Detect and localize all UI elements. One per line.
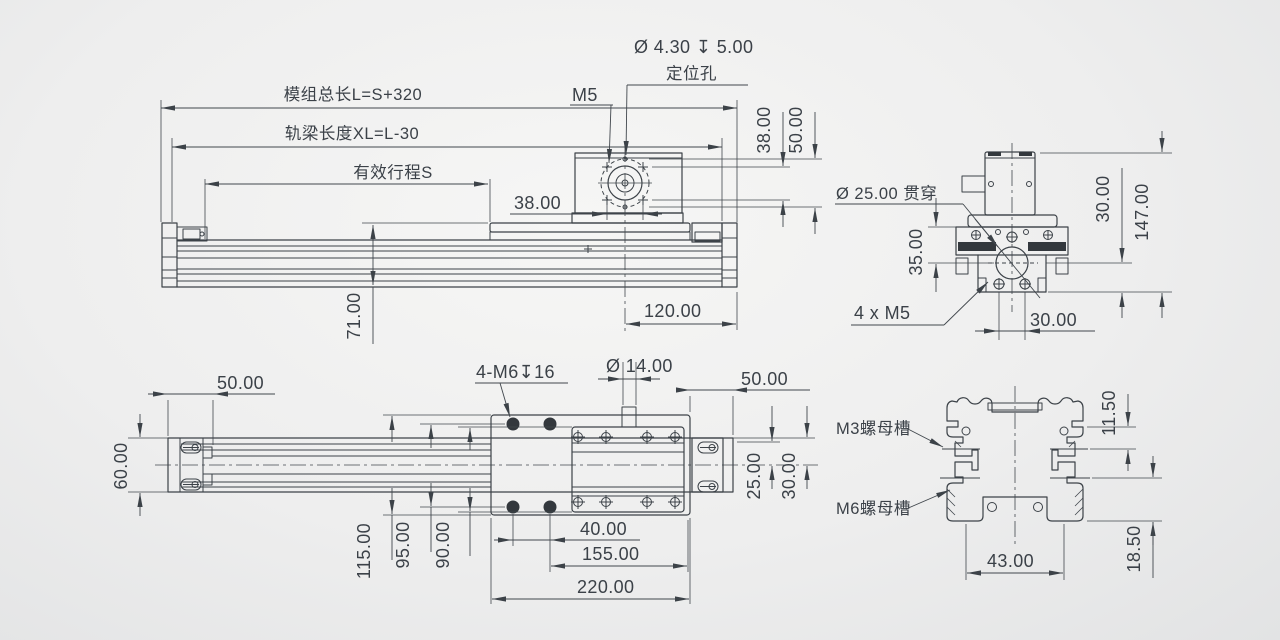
dim-carriage-width-115: 115.00: [354, 414, 491, 579]
dim-top-to-center: 35.00: [906, 198, 994, 292]
dim-center-height-label: 30.00: [1093, 175, 1113, 222]
dim-rail-length-label: 轨梁长度XL=L-30: [285, 124, 419, 143]
dim-screw-offset-25-label: 25.00: [744, 452, 764, 499]
dim-bolt-spacing-label: 30.00: [1030, 310, 1077, 330]
dim-end-distance-label: 120.00: [644, 301, 701, 321]
m6-hole: [506, 417, 520, 431]
m6-slot-label: M6螺母槽: [836, 499, 911, 518]
profile-left-half: [940, 397, 1016, 522]
right-end-cap: [691, 222, 738, 288]
dim-bottom-slot-185: 18.50: [1087, 456, 1162, 578]
dim-center-height: 30.00: [1046, 168, 1132, 318]
m3-slot-leader: M3螺母槽: [836, 419, 944, 448]
dim-end-distance: 120.00: [626, 292, 738, 330]
left-end-cap: [161, 222, 208, 288]
dim-flange-bolt-v: 38.00: [652, 106, 790, 227]
m5-leader: M5: [570, 85, 613, 164]
rail-slot-left: [958, 242, 996, 251]
m6-hole: [506, 500, 520, 514]
flange-bolt-marks: [602, 156, 648, 210]
dim-bolt-spacing: 30.00: [975, 292, 1095, 340]
profile-top-slot: [987, 402, 1043, 411]
bore-label: Ø 25.00 贯穿: [836, 184, 937, 203]
dim-inner-plate-90: 90.00: [433, 426, 572, 569]
dim-stroke: 有效行程S: [204, 163, 491, 239]
dim-flange-offset: 38.00: [510, 193, 662, 220]
bolts-label: 4 x M5: [854, 303, 910, 323]
plan-carriage: [490, 406, 691, 516]
m3-slot-label: M3螺母槽: [836, 419, 911, 438]
mount-holes-label: 4-M6↧16: [476, 362, 555, 382]
rail-slot-right: [1028, 242, 1066, 251]
dim-top-slot-115: 11.50: [1087, 390, 1136, 471]
dim-width-60: 60.00: [111, 414, 168, 516]
plan-right-end: [691, 437, 724, 493]
dim-hole-cols-40: 40.00: [494, 514, 640, 572]
hatch-marks: [1068, 440, 1084, 516]
m5-label: M5: [572, 85, 598, 105]
dim-carriage-step-155: 155.00: [551, 520, 689, 572]
dim-bottom-slot-label: 18.50: [1124, 525, 1144, 572]
carriage-top-plate: [489, 212, 691, 241]
slot-tab: [621, 406, 637, 416]
dim-hole-rows-95-label: 95.00: [393, 521, 413, 568]
dim-end-block-label: 50.00: [217, 373, 264, 393]
dim-flange-bolt-v-label: 38.00: [754, 106, 774, 153]
m6-slot-leader: M6螺母槽: [836, 489, 951, 518]
plan-view: 50.00 60.00 4-M6↧16 Ø 14.00: [111, 356, 818, 604]
dim-carriage-step-155-label: 155.00: [582, 544, 639, 564]
top-view: 模组总长L=S+320 轨梁长度XL=L-30 有效行程S M5 Ø 4.30 …: [160, 37, 822, 344]
dim-stroke-label: 有效行程S: [353, 163, 433, 182]
plan-left-end: [179, 438, 213, 492]
dim-height-71-label: 71.00: [344, 292, 364, 339]
section-view: M3螺母槽 M6螺母槽 11.50 18.50 43.00: [836, 386, 1162, 580]
dim-total-height-label: 147.00: [1132, 183, 1152, 240]
bore-leader: Ø 25.00 贯穿: [835, 184, 1041, 299]
dim-slot-14-label: Ø 14.00: [606, 356, 673, 376]
dim-half-width-30: 30.00: [779, 406, 810, 500]
pilot-hole-label: Ø 4.30 ↧ 5.00: [634, 37, 753, 57]
dim-module-length-label: 模组总长L=S+320: [284, 85, 422, 104]
dim-hole-rows-95: 95.00: [393, 423, 505, 569]
dim-top-to-center-label: 35.00: [906, 228, 926, 275]
dim-width-60-label: 60.00: [111, 442, 131, 489]
mount-holes-leader: 4-M6↧16: [475, 362, 568, 418]
profile-right-half: [1014, 397, 1090, 522]
locating-hole-label: 定位孔: [666, 64, 717, 83]
carriage-screws: [571, 430, 682, 509]
side-motor: [961, 151, 1036, 216]
dim-flange-pilot: 50.00: [649, 106, 822, 234]
dim-top-slot-label: 11.50: [1099, 390, 1119, 436]
m6-hole: [543, 500, 557, 514]
dim-rail-length: 轨梁长度XL=L-30: [171, 124, 723, 222]
dim-total-height: 147.00: [1040, 131, 1172, 318]
dim-half-width-30-label: 30.00: [779, 452, 799, 499]
rail-body-geometry: [176, 239, 723, 288]
dim-carriage-width-115-label: 115.00: [354, 523, 374, 579]
dim-flange-pilot-label: 50.00: [786, 106, 806, 153]
m6-hole: [543, 417, 557, 431]
dim-hole-cols-40-label: 40.00: [580, 519, 627, 539]
dim-slot-14: Ø 14.00: [598, 356, 673, 405]
bolts-leader: 4 x M5: [851, 281, 989, 326]
dim-slot-spacing-label: 43.00: [987, 551, 1034, 571]
dim-carriage-length-220-label: 220.00: [577, 577, 634, 597]
side-view: Ø 25.00 贯穿 4 x M5 35.00 30.00: [835, 131, 1172, 340]
dim-right-end-50-label: 50.00: [741, 369, 788, 389]
dim-right-end-50: 50.00: [676, 369, 810, 435]
dim-inner-plate-90-label: 90.00: [433, 521, 453, 568]
dim-screw-offset-25: 25.00: [733, 406, 815, 500]
dim-slot-spacing-43: 43.00: [965, 524, 1065, 580]
locating-hole-leader: Ø 4.30 ↧ 5.00 定位孔: [623, 37, 753, 156]
dim-end-block: 50.00: [148, 373, 275, 445]
plan-rail: [155, 437, 818, 493]
motor-connector: [961, 175, 986, 193]
dim-height-71: 71.00: [344, 222, 488, 344]
dim-module-length: 模组总长L=S+320: [160, 85, 738, 222]
dim-flange-offset-label: 38.00: [514, 193, 561, 213]
dim-carriage-length-220: 220.00: [490, 518, 691, 604]
